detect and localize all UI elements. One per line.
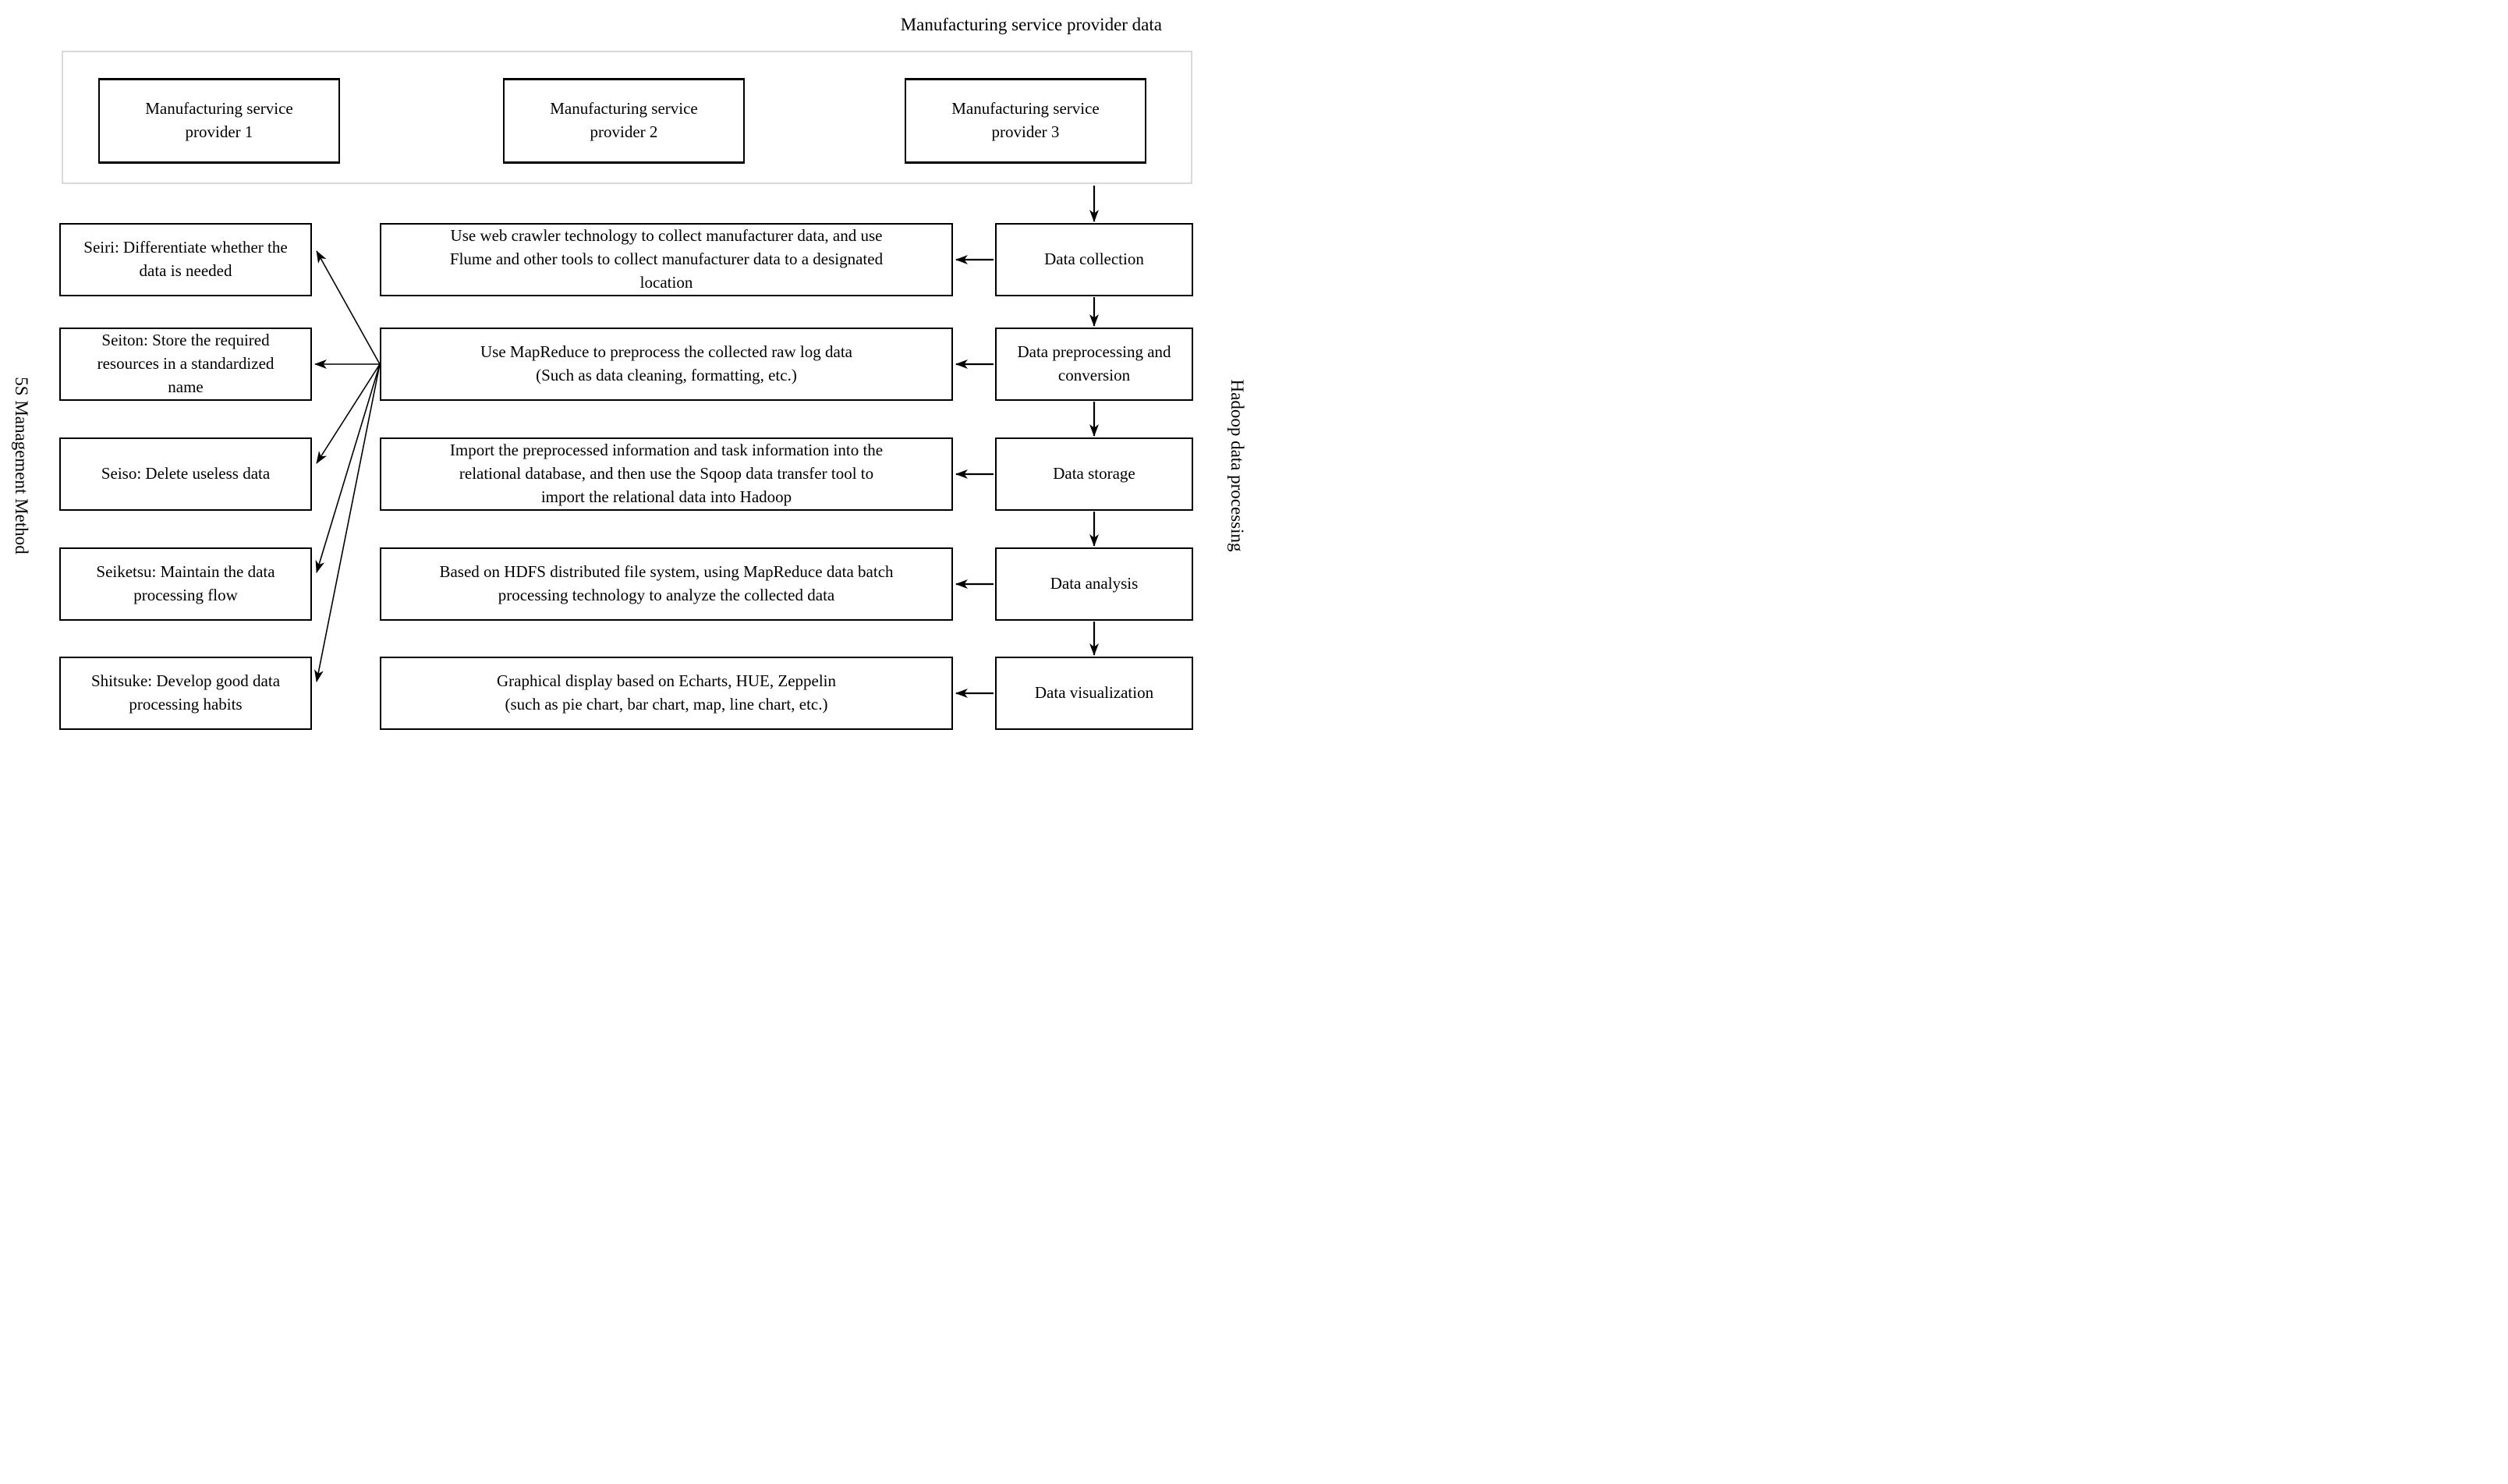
stage-box-data-storage-label: Data storage (1053, 464, 1135, 483)
connector-fan-to-shitsuke (314, 363, 381, 682)
process-box-storage-label: Import the preprocessed information and … (449, 441, 884, 506)
stage-box-data-analysis: Data analysis (995, 547, 1193, 621)
process-box-visualization-label: Graphical display based on Echarts, HUE,… (496, 671, 837, 714)
left-axis-label: 5S Management Method (12, 377, 31, 554)
process-box-preprocessing: Use MapReduce to preprocess the collecte… (380, 328, 953, 401)
method-box-shitsuke: Shitsuke: Develop good data processing h… (59, 657, 312, 730)
process-box-preprocessing-label: Use MapReduce to preprocess the collecte… (480, 342, 852, 384)
method-box-seiso-label: Seiso: Delete useless data (101, 464, 271, 483)
provider-box-1-label: Manufacturing service provider 1 (145, 99, 293, 141)
flow-diagram: Manufacturing service provider data Manu… (0, 0, 1254, 742)
top-caption: Manufacturing service provider data (900, 15, 1162, 34)
process-box-visualization: Graphical display based on Echarts, HUE,… (380, 657, 953, 730)
process-box-storage: Import the preprocessed information and … (380, 437, 953, 511)
method-box-seiketsu: Seiketsu: Maintain the data processing f… (59, 547, 312, 621)
provider-box-2-label: Manufacturing service provider 2 (550, 99, 698, 141)
connector-fan-to-seiso (316, 363, 381, 464)
connector-fan-to-seiri (316, 250, 381, 365)
provider-box-2: Manufacturing service provider 2 (503, 78, 745, 164)
method-box-seiri: Seiri: Differentiate whether the data is… (59, 223, 312, 296)
stage-box-data-collection: Data collection (995, 223, 1193, 296)
process-box-collection: Use web crawler technology to collect ma… (380, 223, 953, 296)
method-box-seiton: Seiton: Store the required resources in … (59, 328, 312, 401)
stage-box-data-visualization-label: Data visualization (1034, 683, 1154, 703)
provider-box-1: Manufacturing service provider 1 (98, 78, 340, 164)
method-box-seiri-label: Seiri: Differentiate whether the data is… (83, 238, 288, 280)
method-box-shitsuke-label: Shitsuke: Develop good data processing h… (90, 671, 281, 714)
stage-box-data-analysis-label: Data analysis (1050, 574, 1139, 593)
method-box-seiton-label: Seiton: Store the required resources in … (97, 331, 275, 396)
method-box-seiso: Seiso: Delete useless data (59, 437, 312, 511)
stage-box-data-storage: Data storage (995, 437, 1193, 511)
provider-box-3-label: Manufacturing service provider 3 (951, 99, 1100, 141)
process-box-collection-label: Use web crawler technology to collect ma… (449, 226, 884, 292)
process-box-analysis: Based on HDFS distributed file system, u… (380, 547, 953, 621)
stage-box-data-preprocessing: Data preprocessing and conversion (995, 328, 1193, 401)
connector-fan-to-seiketsu (315, 363, 381, 573)
method-box-seiketsu-label: Seiketsu: Maintain the data processing f… (96, 562, 275, 604)
process-box-analysis-label: Based on HDFS distributed file system, u… (439, 562, 894, 604)
right-axis-label: Hadoop data processing (1227, 379, 1247, 552)
stage-box-data-visualization: Data visualization (995, 657, 1193, 730)
stage-box-data-collection-label: Data collection (1044, 250, 1144, 269)
provider-box-3: Manufacturing service provider 3 (905, 78, 1146, 164)
stage-box-data-preprocessing-label: Data preprocessing and conversion (1017, 342, 1171, 384)
